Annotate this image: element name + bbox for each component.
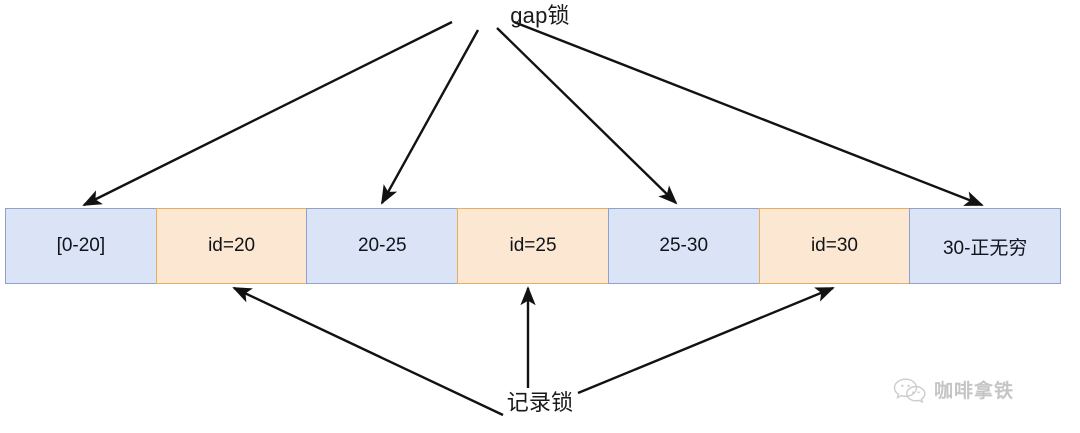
cell-record-id-20: id=20 <box>155 208 308 284</box>
cell-range-0-20: [0-20] <box>5 208 157 284</box>
cell-label: 20-25 <box>357 235 407 256</box>
cell-label: 30-正无穷 <box>942 237 1028 259</box>
cell-label: id=25 <box>509 235 557 256</box>
watermark-text: 咖啡拿铁 <box>934 381 1015 402</box>
cell-record-id-25: id=25 <box>457 208 609 284</box>
gap-arrow-4 <box>513 20 984 207</box>
gap-arrow-2 <box>380 29 480 205</box>
cell-range-30-infinity: 30-正无穷 <box>909 208 1062 284</box>
cell-record-id-30: id=30 <box>758 208 911 284</box>
lock-range-strip: [0-20] id=20 20-25 id=25 25-30 id=30 30-… <box>5 208 1062 284</box>
cell-label: [0-20] <box>56 235 106 256</box>
cell-label: id=20 <box>208 235 256 256</box>
cell-range-20-25: 20-25 <box>306 208 459 284</box>
record-arrow-3 <box>577 286 835 395</box>
gap-lock-label: gap锁 <box>510 3 570 28</box>
record-lock-label: 记录锁 <box>506 390 574 415</box>
gap-arrow-3 <box>496 27 678 205</box>
wechat-bubble-icon <box>893 377 926 403</box>
cell-range-25-30: 25-30 <box>607 208 760 284</box>
cell-label: 25-30 <box>659 235 709 256</box>
gap-arrow-1 <box>82 20 453 207</box>
watermark: 咖啡拿铁 <box>893 376 1014 403</box>
cell-label: id=30 <box>810 235 858 256</box>
